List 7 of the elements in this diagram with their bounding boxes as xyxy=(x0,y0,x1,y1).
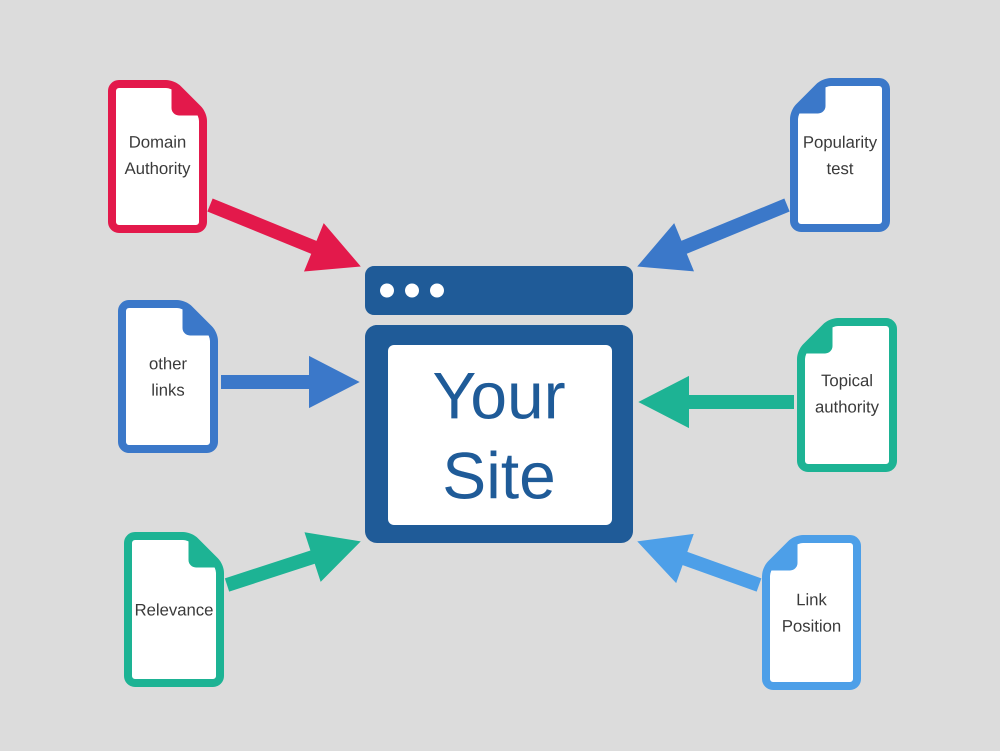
browser-window: Your Site xyxy=(365,266,633,543)
document-box: Popularity test xyxy=(790,78,890,232)
document-box: Domain Authority xyxy=(108,80,207,233)
document-box: Link Position xyxy=(762,534,861,690)
document-box: Topical authority xyxy=(797,318,897,472)
document-box: other links xyxy=(118,300,218,453)
document-box: Relevance xyxy=(124,532,224,687)
